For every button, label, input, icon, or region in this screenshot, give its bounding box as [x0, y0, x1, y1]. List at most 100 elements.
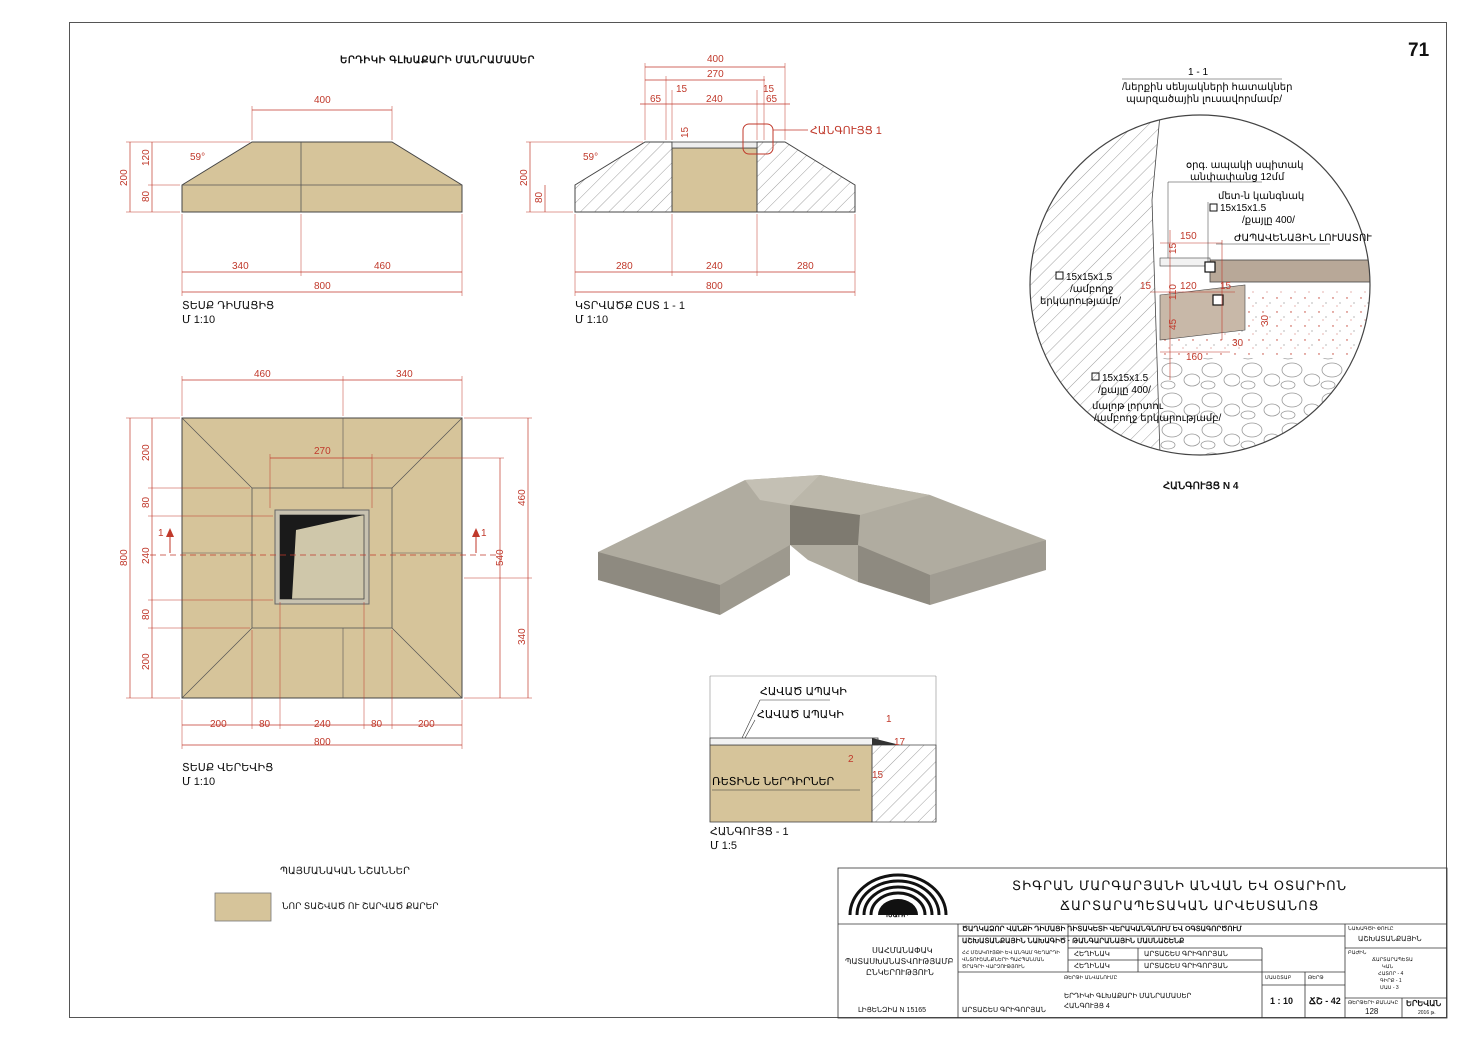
top-view: 1 1 460 340 270 200 80 240 80 200 800 — [119, 369, 532, 749]
node1-view-scale: Մ 1:5 — [710, 840, 738, 852]
node4-title: 1 - 1 — [1188, 67, 1208, 78]
section-view: ՀԱՆԳՈՒՅՑ 1 400 270 15 15 65 65 240 15 20… — [519, 54, 882, 296]
node4-label-left-3: երկարությամբ/ — [1040, 296, 1121, 307]
node4-label-metal-2: 15x15x1.5 — [1220, 203, 1267, 214]
name-2: ԱՐՏԱՇԵՍ ԳՐԻԳՈՐՅԱՆ — [1144, 963, 1228, 970]
front-view: 400 200 120 80 59° 340 460 800 — [119, 95, 463, 296]
node4-dim-15b: 15 — [1140, 281, 1152, 292]
stage-value: ԱՇԽԱՏԱՆՔԱՅԻՆ — [1358, 936, 1422, 943]
section-dim-b240: 240 — [706, 261, 723, 272]
section-dim-b280b: 280 — [797, 261, 814, 272]
section-dim-270: 270 — [707, 69, 724, 80]
node1-view: ՀԱՎԱԾ ԱՊԱԿԻ ՀԱՎԱԾ ԱՊԱԿԻ ՌԵՏԻՆԵ ՆԵՐԴԻՐՆԵՐ… — [709, 675, 937, 823]
top-dim-r460: 460 — [517, 489, 528, 506]
org-logo — [848, 873, 948, 916]
cut-mark-right: 1 — [481, 528, 487, 539]
top-dim-b80b: 80 — [371, 719, 383, 730]
section-view-scale: Մ 1:10 — [575, 314, 609, 326]
sheet-desc-1: ԵՐԴԻԿԻ ԳԼԽԱՔԱՐԻ ՄԱՆՐԱՄԱՍԵՐ — [1064, 993, 1192, 1000]
section-value-2: ԿԱՆ — [1382, 964, 1394, 970]
legend-swatch — [214, 892, 272, 922]
node4-dim-30b: 30 — [1232, 338, 1244, 349]
signer: ԱՐՏԱՇԵՍ ԳՐԻԳՈՐՅԱՆ — [962, 1007, 1046, 1014]
sheets-total-value: 128 — [1365, 1007, 1379, 1016]
node4-dim-15a: 15 — [1168, 242, 1179, 254]
sheet-value: ՃՇ - 42 — [1309, 996, 1341, 1006]
stamp-left-2: ՊԱՏԱՍԽԱՆԱՏՎՈՒԹՅԱՄԲ — [845, 957, 954, 966]
top-view-title: ՏԵՍՔ ՎԵՐԵՎԻՑ — [182, 762, 274, 774]
page-number: 71 — [1408, 40, 1430, 61]
title-block — [837, 867, 1448, 1019]
node4-label-left-2: /ամբողջ — [1070, 284, 1113, 295]
section-dim-b280a: 280 — [616, 261, 633, 272]
stamp-left-1: ՍԱՀՄԱՆԱՓԱԿ — [872, 946, 933, 955]
year: 2016 թ. — [1418, 1010, 1436, 1016]
drawing-frame — [69, 22, 1447, 1018]
node1-dim-1: 1 — [886, 714, 892, 725]
license: ԼԻՑԵՆԶԻԱ N 15165 — [858, 1007, 927, 1014]
volume-3: ՄԱՍ - 3 — [1380, 985, 1399, 991]
node4-label-bot-3: մալոթ լորտու — [1092, 401, 1164, 412]
top-dim-b800: 800 — [314, 737, 331, 748]
node4-label-bot-4: /ամբողջ երկարությամբ/ — [1094, 413, 1222, 424]
node4-dim-110: 110 — [1168, 284, 1179, 300]
front-dim-total: 800 — [314, 281, 331, 292]
node4-view-title: ՀԱՆԳՈՒՅՑ N 4 — [1163, 481, 1239, 492]
name-1: ԱՐՏԱՇԵՍ ԳՐԻԳՈՐՅԱՆ — [1144, 951, 1228, 958]
volume-2: ԳԻՐՔ - 1 — [1380, 978, 1402, 984]
top-dim-b240: 240 — [314, 719, 331, 730]
logo-text: ԽԱՌԻ — [886, 912, 909, 919]
top-dim-t340: 340 — [396, 369, 413, 380]
node1-dim-17: 17 — [894, 737, 906, 748]
sheet-desc-label: ԹԵՐԹԻ ԱՆՎԱՆՈՒՄԸ — [1064, 975, 1118, 981]
node1-label-mid: ՀԱՎԱԾ ԱՊԱԿԻ — [757, 709, 844, 721]
stage-label: ՆԱԽԱԳԾԻ ՓՈՒԼԸ — [1348, 926, 1394, 932]
top-dim-b200b: 200 — [418, 719, 435, 730]
section-node-ref: ՀԱՆԳՈՒՅՑ 1 — [810, 125, 882, 137]
org-title-2: ՃԱՐՏԱՐԱՊԵՏԱԿԱՆ ԱՐՎԵՍՏԱՆՈՑ — [1060, 898, 1320, 913]
top-dim-l800: 800 — [119, 549, 130, 566]
node4-dim-160: 160 — [1186, 352, 1203, 363]
section-dim-15b: 15 — [763, 84, 775, 95]
scale-value: 1 : 10 — [1270, 996, 1294, 1006]
front-view-title: ՏԵՍՔ ԴԻՄԱՑԻՑ — [182, 300, 275, 312]
node1-label-top: ՀԱՎԱԾ ԱՊԱԿԻ — [760, 686, 847, 698]
top-dim-t270: 270 — [314, 446, 331, 457]
top-dim-b200a: 200 — [210, 719, 227, 730]
section-value-1: ՃԱՐՏԱՐԱՊԵՏԱ — [1372, 957, 1413, 963]
node4-label-glass-1: օրգ. ապակի սպիտակ — [1186, 160, 1303, 171]
section-dim-240-top: 240 — [706, 94, 723, 105]
node1-dim-15: 15 — [872, 770, 884, 781]
node4-label-glass-2: անփափանց 12մմ — [1190, 172, 1285, 183]
section-dim-15v: 15 — [680, 126, 691, 138]
volume-1: ՀԱՏՈՐ - 4 — [1378, 971, 1404, 977]
node4-label-left-1: 15x15x1.5 — [1066, 272, 1113, 283]
section-angle: 59° — [583, 152, 598, 163]
city: ԵՐԵՎԱՆ — [1406, 999, 1442, 1008]
sheet-label: ԹԵՐԹ — [1308, 975, 1324, 981]
role-2: ՀԵՂԻՆԱԿ — [1074, 963, 1110, 970]
node4-dim-15c: 15 — [1220, 281, 1232, 292]
node4-label-window: ԺԱՊԱՎԵՆԱՅԻՆ ԼՈՒՍԱՏՈՒ — [1234, 233, 1372, 244]
section-dim-h200: 200 — [519, 169, 530, 186]
node4-dim-45: 45 — [1168, 318, 1179, 330]
main-title: ԵՐԴԻԿԻ ԳԼԽԱՔԱՐԻ ՄԱՆՐԱՄԱՍԵՐ — [340, 55, 535, 66]
org-title-1: ՏԻԳՐԱՆ ՄԱՐԳԱՐՅԱՆԻ ԱՆՎԱՆ ԵՎ ՕՏԱՐԻՈՆ — [1012, 878, 1348, 893]
node4-label-bot-1: 15x15x1.5 — [1102, 373, 1149, 384]
section-dim-65b: 65 — [766, 94, 778, 105]
stone-render — [598, 475, 1046, 615]
top-dim-l240: 240 — [141, 547, 152, 564]
top-dim-l200b: 200 — [141, 653, 152, 670]
node4-view: 1 - 1 /ներքին սենյակների հատակներ պարզած… — [1029, 67, 1372, 456]
sheets-total-label: ԹԵՐԹԵՐԻ ՔԱՆԱԿԸ — [1348, 1000, 1399, 1006]
top-view-scale: Մ 1:10 — [182, 776, 216, 788]
stamp-left-3: ԸՆԿԵՐՈՒԹՅՈՒՆ — [866, 968, 934, 977]
project-line-1: ԾԱՂԿԱՁՈՐ ՎԱՆՔԻ ԴԻՄԱՑԻ ԴԻՏԱԿԵՏԻ ՎԵՐԱԿԱՆԳՆ… — [962, 926, 1242, 933]
section-dim-65a: 65 — [650, 94, 662, 105]
node1-label-rubber: ՌԵՏԻՆԵ ՆԵՐԴԻՐՆԵՐ — [712, 776, 835, 788]
top-dim-b80a: 80 — [259, 719, 271, 730]
cut-mark-left: 1 — [158, 528, 164, 539]
top-dim-r340: 340 — [517, 628, 528, 645]
top-dim-l200a: 200 — [141, 444, 152, 461]
